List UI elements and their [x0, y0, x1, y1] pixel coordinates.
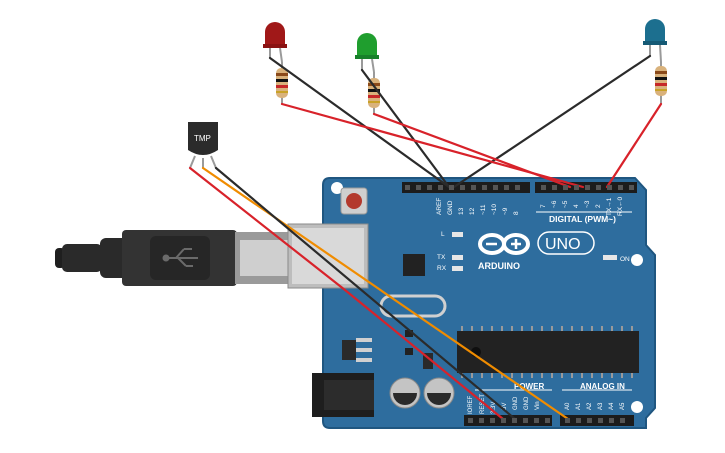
- pin-label: 13: [458, 207, 465, 215]
- rx-led-label: RX: [437, 265, 447, 272]
- pin-label: RX←0: [617, 196, 624, 216]
- pin-label: GND: [524, 396, 530, 410]
- wire-orange: [201, 166, 570, 421]
- pin-label: GND: [447, 200, 454, 215]
- microcontroller-chip: [457, 331, 639, 373]
- arduino-logo-icon: [478, 233, 530, 255]
- pin-label: Vin: [535, 401, 541, 410]
- arduino-board[interactable]: AREF GND 13 12 ~11 ~10 ~9 8 7 ~6 ~5 4 ~3…: [287, 177, 656, 429]
- pin-label: IOREF: [468, 395, 474, 414]
- tx-led-label: TX: [437, 254, 446, 261]
- wire-black: [360, 68, 451, 189]
- pin-label: 4: [573, 204, 580, 208]
- pin-label: ~11: [480, 204, 487, 215]
- rx-led: [452, 266, 463, 271]
- wire-black: [268, 56, 451, 189]
- resistor: [655, 62, 667, 104]
- pin-label: 3.3V: [491, 402, 497, 414]
- on-led: [603, 255, 617, 260]
- usb-chip: [403, 254, 425, 276]
- wire-red: [188, 166, 505, 421]
- power-label: POWER: [514, 382, 544, 391]
- pin-label: A5: [620, 402, 626, 410]
- pin-label: A2: [587, 402, 593, 410]
- usb-icon: [162, 248, 198, 267]
- l-led: [452, 232, 463, 237]
- usb-cable: [55, 230, 293, 286]
- temperature-sensor[interactable]: TMP: [188, 122, 218, 169]
- pin-label: 12: [469, 207, 476, 215]
- pin-label: ~3: [584, 200, 591, 208]
- pin-label: ~10: [491, 204, 498, 215]
- pin-label: ~5: [562, 200, 569, 208]
- model-label: UNO: [545, 236, 581, 253]
- analog-pin-labels: A0 A1 A2 A3 A4 A5: [565, 402, 626, 410]
- blue-led[interactable]: [643, 19, 667, 63]
- brand-label: ARDUINO: [478, 261, 520, 271]
- pin-label: AREF: [436, 198, 443, 215]
- wire-black: [452, 54, 652, 189]
- pin-label: 5V: [502, 403, 508, 410]
- resistor: [276, 62, 288, 104]
- pin-label: ~6: [551, 200, 558, 208]
- power-jack: [312, 373, 374, 417]
- header-pins: [405, 185, 634, 423]
- voltage-regulator: [342, 338, 372, 362]
- wire-red: [372, 112, 572, 189]
- pin-label: 7: [540, 204, 547, 208]
- pin-label: 2: [595, 204, 602, 208]
- wire-black: [214, 166, 517, 421]
- tx-led: [452, 255, 463, 260]
- pin-label: A4: [609, 402, 615, 410]
- wires: [188, 54, 663, 421]
- l-led-label: L: [441, 231, 445, 238]
- on-label: ON: [620, 256, 630, 263]
- pin-label: GND: [513, 396, 519, 410]
- wire-red: [605, 102, 663, 189]
- capacitors: [389, 377, 455, 409]
- pin-label: A1: [576, 402, 582, 410]
- top-pin-labels: AREF GND 13 12 ~11 ~10 ~9 8 7 ~6 ~5 4 ~3…: [436, 196, 624, 216]
- analog-label: ANALOG IN: [580, 382, 625, 391]
- sensor-label: TMP: [194, 134, 211, 143]
- pin-label: A0: [565, 402, 571, 410]
- digital-label: DIGITAL (PWM~): [549, 214, 616, 224]
- pin-label: TX→1: [606, 197, 613, 216]
- pin-label: 8: [513, 211, 520, 215]
- pin-label: ~9: [502, 207, 509, 215]
- red-led[interactable]: [263, 22, 287, 63]
- green-led[interactable]: [355, 33, 379, 73]
- pin-label: A3: [598, 402, 604, 410]
